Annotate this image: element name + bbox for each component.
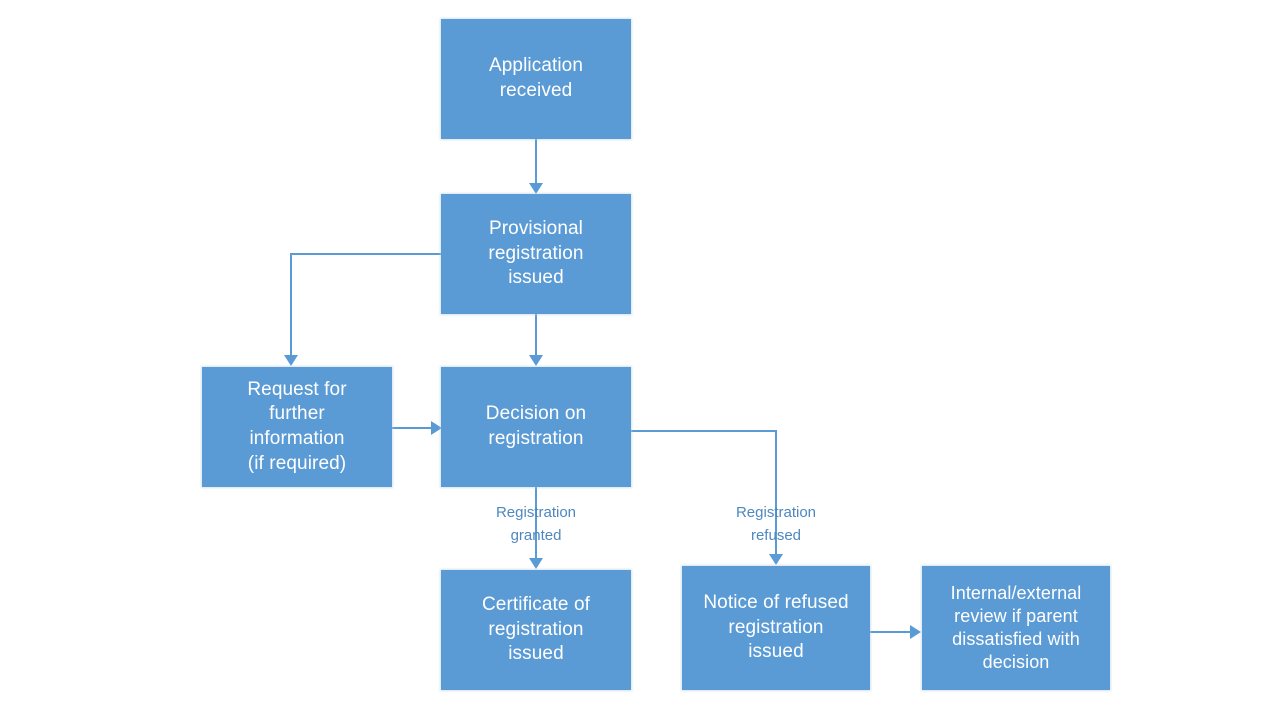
arrowhead-provisional-to-decision [529,355,543,366]
connector-decision-to-certificate [535,487,537,559]
node-notice-of-refused-registration-issued[interactable]: Notice of refused registration issued [682,566,870,690]
arrowhead-decision-to-certificate [529,558,543,569]
connector-decision-to-notice-vertical [775,430,777,555]
node-request-for-further-information[interactable]: Request for further information (if requ… [202,367,392,487]
node-certificate-of-registration-issued[interactable]: Certificate of registration issued [441,570,631,690]
connector-request-to-decision [392,427,432,429]
arrowhead-request-to-decision [431,421,442,435]
edge-label-registration-refused: Registration refused [735,504,817,544]
node-internal-external-review[interactable]: Internal/external review if parent dissa… [922,566,1110,690]
node-decision-on-registration[interactable]: Decision on registration [441,367,631,487]
connector-decision-to-notice-horizontal [631,430,777,432]
arrowhead-application-to-provisional [529,183,543,194]
connector-provisional-to-request-horizontal [290,253,442,255]
edge-label-registration-granted: Registration granted [495,504,577,544]
node-application-received[interactable]: Application received [441,19,631,139]
connector-provisional-to-decision [535,314,537,356]
node-provisional-registration-issued[interactable]: Provisional registration issued [441,194,631,314]
connector-application-to-provisional [535,139,537,184]
arrowhead-decision-to-notice [769,554,783,565]
arrowhead-notice-to-review [910,625,921,639]
connector-notice-to-review [870,631,911,633]
connector-provisional-to-request-vertical [290,253,292,356]
arrowhead-provisional-to-request [284,355,298,366]
